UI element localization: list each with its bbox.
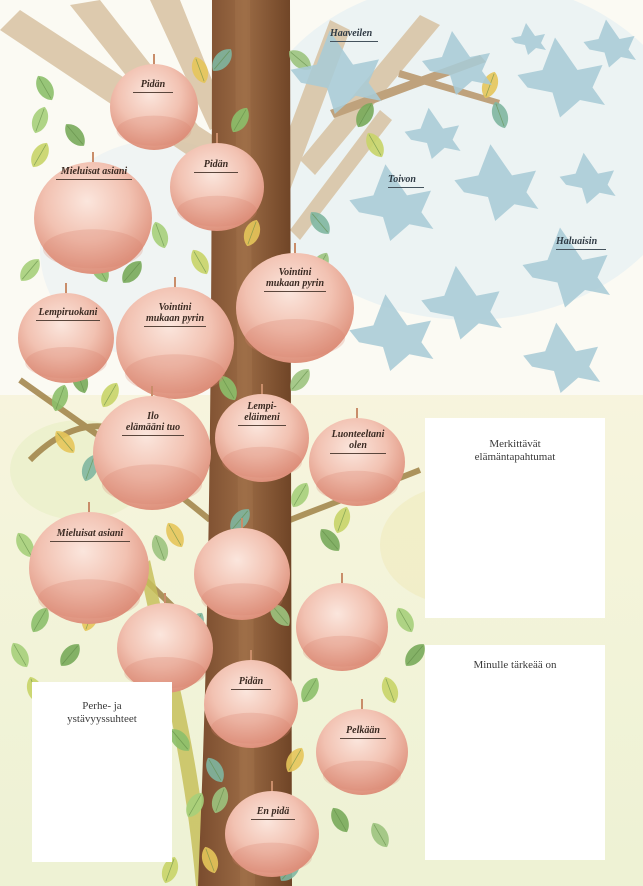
apple-label: Pidän bbox=[206, 676, 296, 690]
bird-label: Haaveilen bbox=[330, 28, 378, 42]
apple-label: Lempiruokani bbox=[20, 307, 116, 321]
apple-label: En pidä bbox=[230, 806, 316, 820]
events-box[interactable]: Merkittävät elämäntapahtumat bbox=[425, 418, 605, 618]
apple-label: Mieluisat asiani bbox=[44, 166, 144, 180]
bird-label: Toivon bbox=[388, 174, 424, 188]
relations-box[interactable]: Perhe- ja ystävyyssuhteet bbox=[32, 682, 172, 862]
apple-label: Mieluisat asiani bbox=[38, 528, 142, 542]
apple-label: Pelkään bbox=[318, 725, 408, 739]
apple-label: Pidän bbox=[118, 79, 188, 93]
bird-label: Haluaisin bbox=[556, 236, 606, 250]
important-title: Minulle tärkeää on bbox=[425, 659, 605, 672]
relations-title: Perhe- ja ystävyyssuhteet bbox=[32, 700, 172, 726]
important-box[interactable]: Minulle tärkeää on bbox=[425, 645, 605, 860]
apple-label: Luonteeltani olen bbox=[310, 429, 406, 454]
events-title: Merkittävät elämäntapahtumat bbox=[425, 438, 605, 464]
apple-label: Pidän bbox=[178, 159, 254, 173]
apple-label: Lempi- eläimeni bbox=[215, 401, 309, 426]
apple-label: Vointini mukaan pyrin bbox=[240, 267, 350, 292]
apple-label: Ilo elämääni tuo bbox=[100, 411, 206, 436]
apple-label: Vointini mukaan pyrin bbox=[120, 302, 230, 327]
